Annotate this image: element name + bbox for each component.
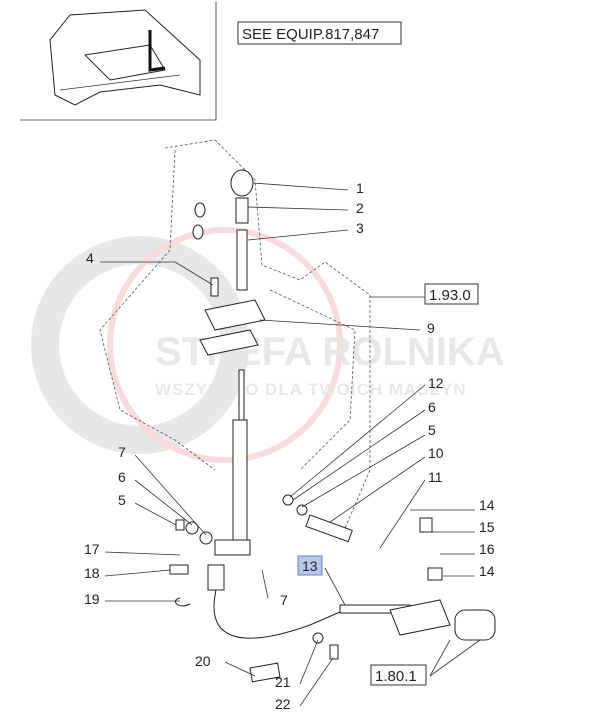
ref-box-1 [424,283,479,305]
callout-7-left: 7 [118,444,126,460]
callout-14-bottom: 14 [479,563,495,579]
callout-13-highlight [297,555,323,576]
callout-17: 17 [84,541,100,557]
callout-12: 12 [428,375,444,391]
cab-panel [99,139,371,541]
callout-19: 19 [84,591,100,607]
callout-9: 9 [427,320,435,336]
callout-5-right: 5 [428,422,436,438]
lever-rod [232,419,248,541]
spring [235,197,249,224]
callout-1: 1 [356,180,364,196]
gear-lever [169,169,496,683]
callouts: 1 2 3 4 9 12 6 5 10 11 7 6 5 14 15 16 14… [84,180,495,712]
cylinder [305,514,353,543]
ref-box-2 [370,664,427,686]
callout-21: 21 [275,674,291,690]
screw [210,277,219,297]
gasket [199,329,259,356]
watermark-ring [107,227,343,463]
callout-3: 3 [356,220,364,236]
leader-lines [100,182,481,707]
ref-1-93-0: 1.93.0 [429,287,471,304]
callout-20: 20 [195,653,211,669]
callout-6-right: 6 [428,399,436,415]
boot [236,229,248,291]
callout-22: 22 [275,696,291,712]
see-equip-note: SEE EQUIP.817,847 [242,26,379,43]
callout-4: 4 [86,250,94,266]
callout-11: 11 [428,469,443,485]
watermark-subtitle: WSZYSTKO DLA TWOICH MASZYN [155,380,467,399]
knob [230,169,254,197]
callout-15: 15 [479,519,495,535]
callout-18: 18 [84,565,100,581]
callout-5-left: 5 [118,492,126,508]
callout-13: 13 [302,558,318,574]
ref-1-80-1: 1.80.1 [375,668,417,685]
callout-7-bottom: 7 [280,592,288,608]
see-equip-box [237,21,402,45]
callout-6-left: 6 [118,469,126,485]
callout-2: 2 [356,200,364,216]
inset-view [20,2,217,121]
callout-10: 10 [428,445,444,461]
callout-14-top: 14 [479,497,495,513]
callout-16: 16 [479,541,495,557]
